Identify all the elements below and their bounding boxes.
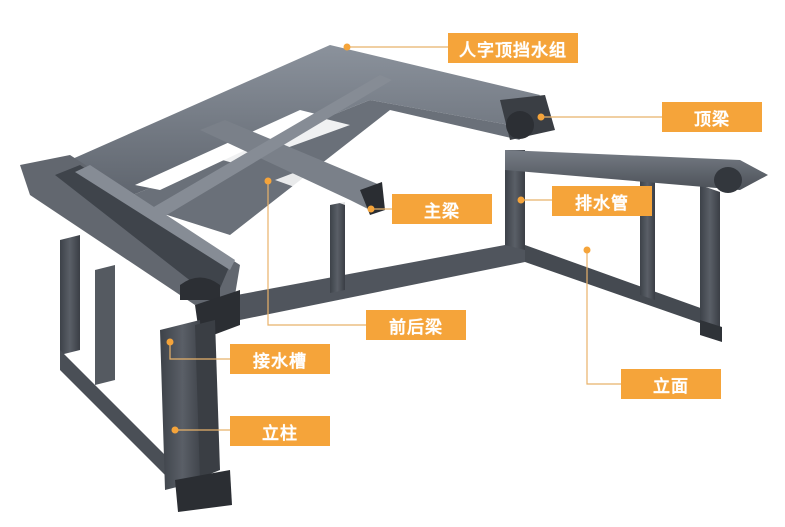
label-gutter: 接水槽 xyxy=(230,344,330,374)
label-elevation: 立面 xyxy=(621,369,721,399)
label-roof-water-stop: 人字顶挡水组 xyxy=(448,33,578,63)
front-gutter xyxy=(20,155,240,340)
anchor-dots xyxy=(166,43,591,434)
elevation-frame xyxy=(505,150,768,342)
label-top-beam: 顶梁 xyxy=(662,102,762,132)
label-main-beam: 主梁 xyxy=(392,194,492,224)
label-column: 立柱 xyxy=(230,416,330,446)
back-lower-beam xyxy=(210,202,525,322)
front-columns xyxy=(60,235,232,512)
roof-frame xyxy=(70,45,555,235)
label-front-rear-beam: 前后梁 xyxy=(366,310,466,340)
label-drain-pipe: 排水管 xyxy=(552,186,652,216)
